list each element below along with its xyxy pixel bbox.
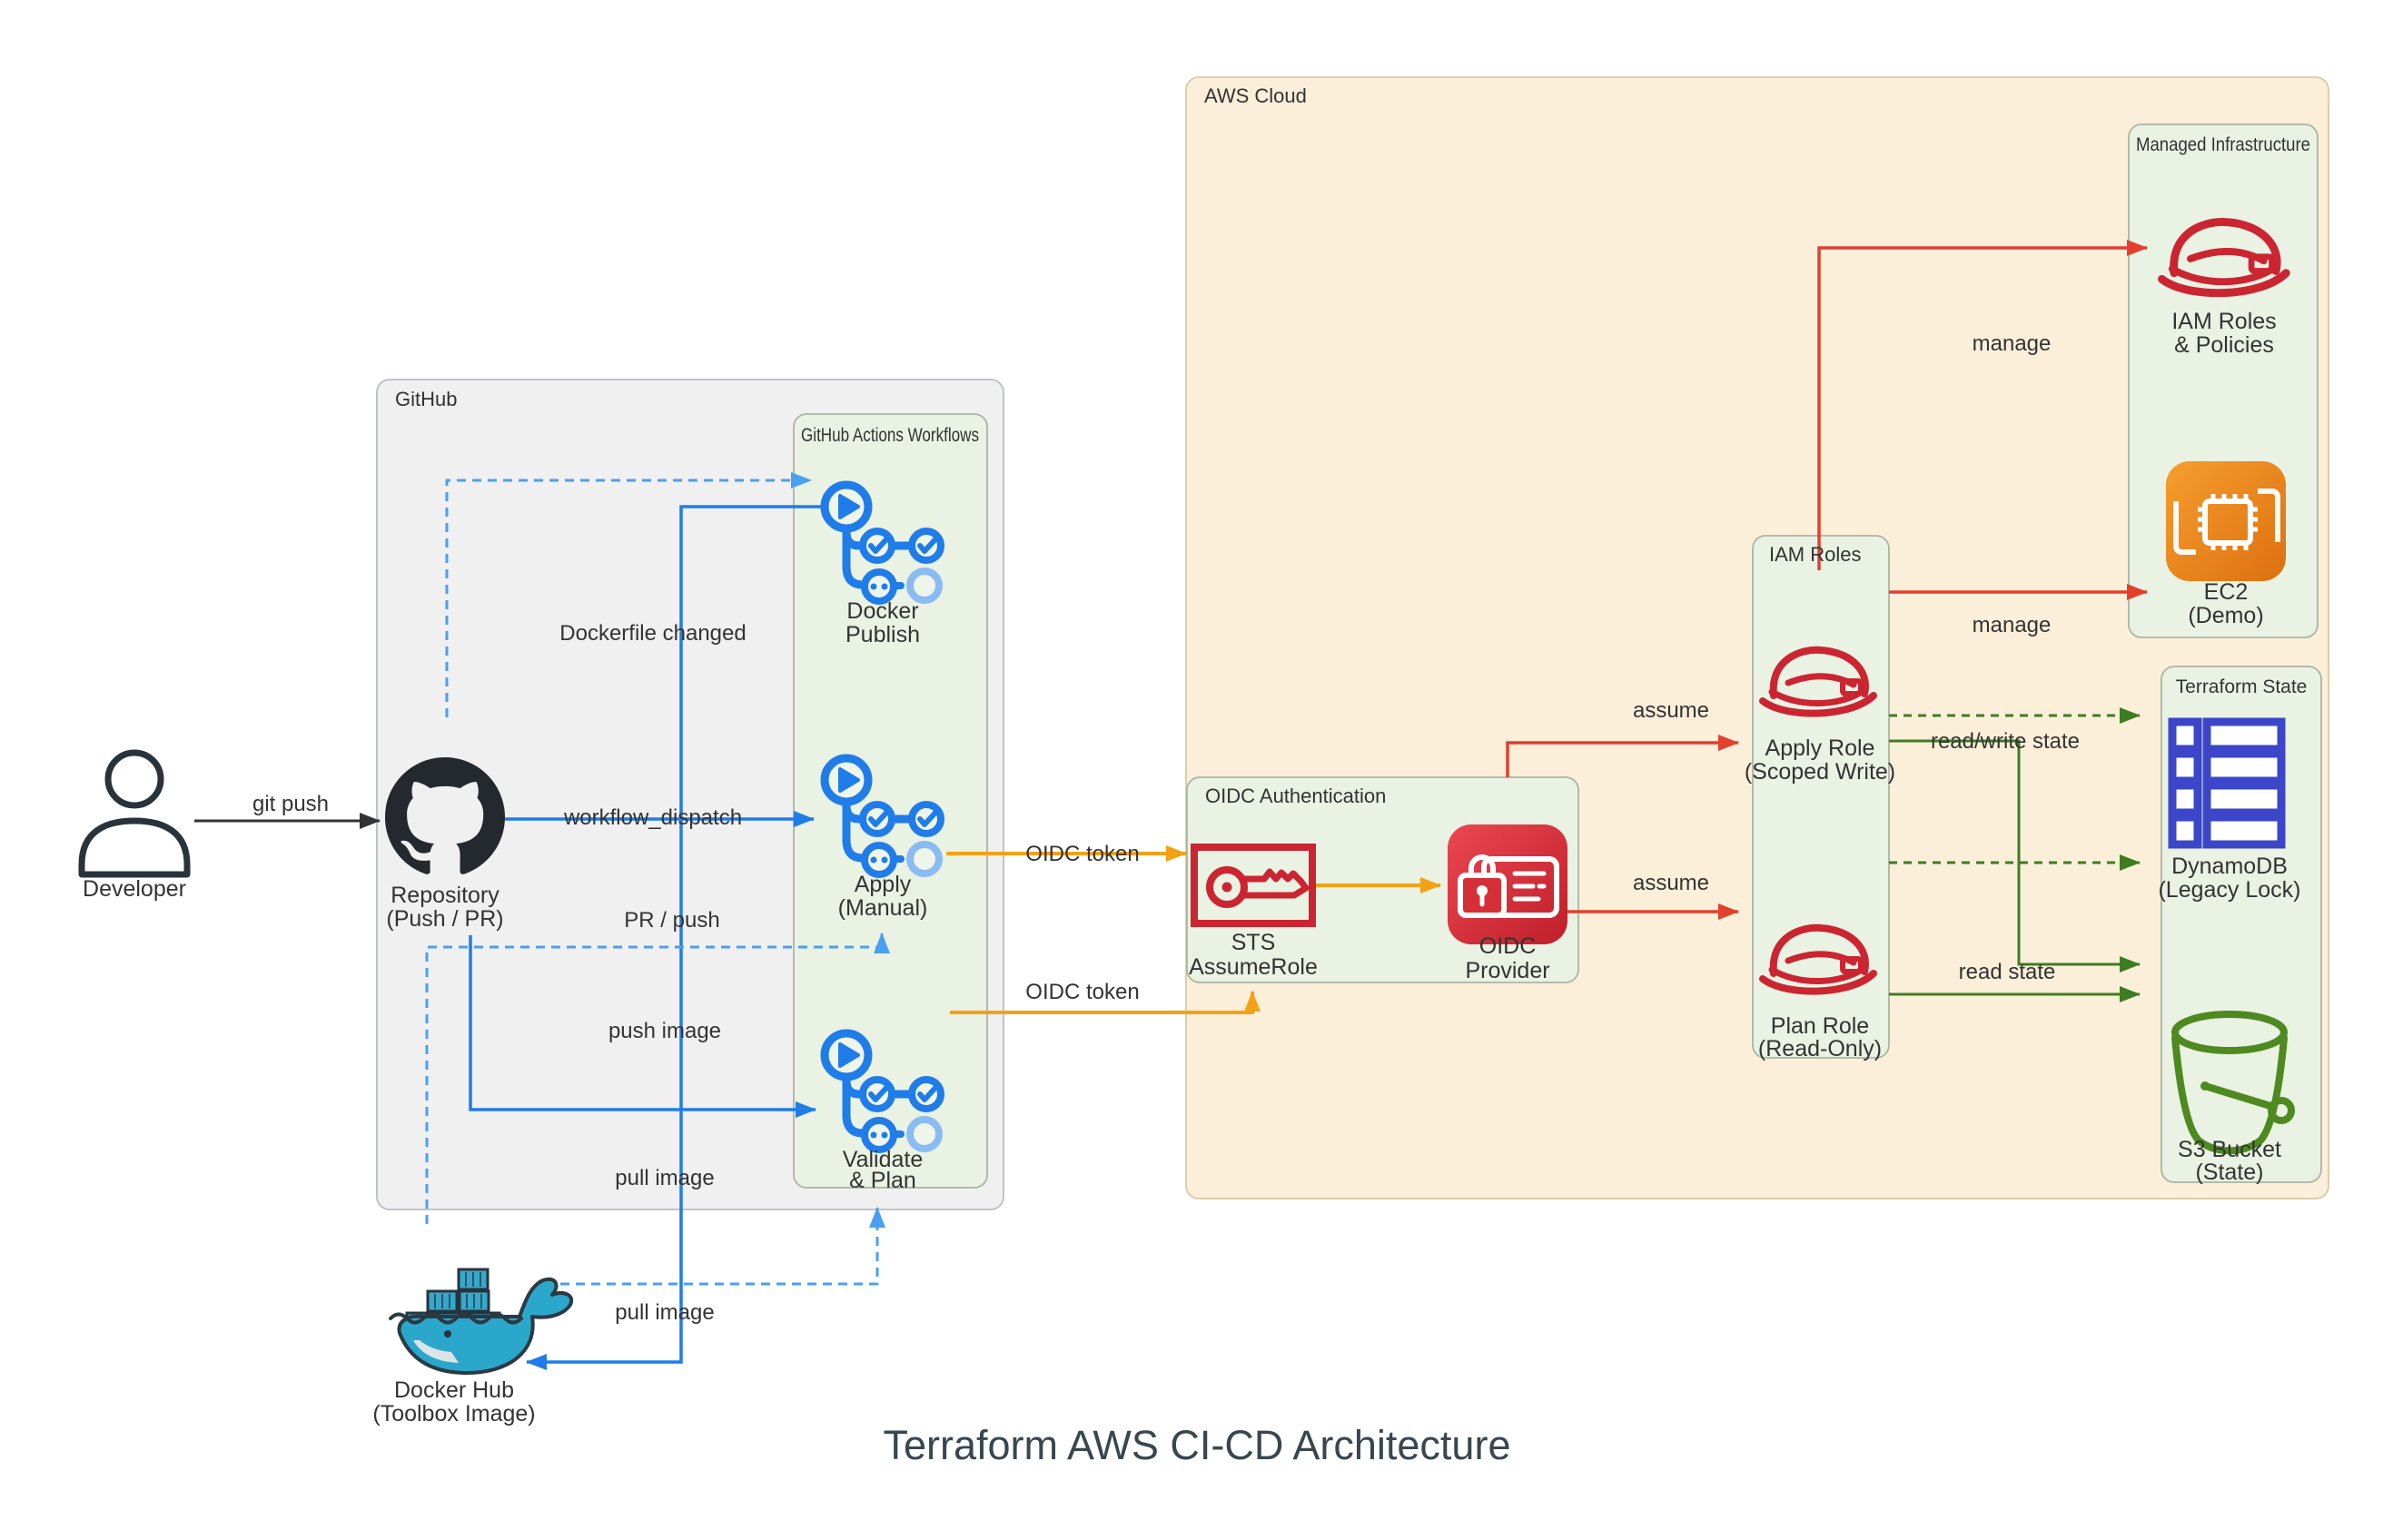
apply-role-label-1: Apply Role [1765,735,1875,761]
edge-label-pull-image-validate: pull image [615,1300,714,1325]
validate-label-2: & Plan [849,1168,916,1193]
dockerhub-label-2: (Toolbox Image) [372,1401,535,1426]
iam-policies-label-1: IAM Roles [2171,309,2276,334]
ec2-label-1: EC2 [2204,579,2249,605]
dynamodb-icon [2168,717,2286,849]
apply-role-label-2: (Scoped Write) [1745,759,1895,785]
edge-push-image [526,505,824,1370]
s3-label-1: S3 Bucket [2178,1137,2281,1162]
edge-label-assume-plan: assume [1633,871,1709,895]
oidc-box-label: OIDC Authentication [1205,785,1386,807]
edge-oidc-token-validate [950,991,1261,1014]
edge-label-dockerfile-changed: Dockerfile changed [559,621,746,646]
aws-box-label: AWS Cloud [1204,84,1307,107]
edge-label-read-state: read state [1959,960,2056,984]
edge-dockerfile-changed [445,472,812,717]
edge-pr-push [469,935,816,1118]
edge-rw-state [1889,739,2141,972]
developer-icon [78,749,191,878]
plan-role-label-2: (Read-Only) [1758,1036,1882,1061]
edge-label-manage-ec2: manage [1973,613,2052,637]
edge-pull-image-validate [545,1207,885,1286]
github-box-label: GitHub [395,388,457,410]
edge-label-git-push: git push [252,792,329,816]
edge-manage-iam [1817,240,2148,570]
edge-label-oidc-token-validate: OIDC token [1025,980,1139,1004]
sts-key-icon [1191,844,1316,927]
edge-label-pull-image-apply: pull image [615,1166,714,1190]
dynamodb-label-1: DynamoDB [2171,854,2288,879]
s3-bucket-icon [2171,1011,2295,1155]
tfstate-box-label: Terraform State [2176,676,2308,697]
repository-label-2: (Push / PR) [386,906,503,932]
edge-label-manage-iam: manage [1973,331,2052,356]
ec2-icon [2166,461,2286,581]
dockerhub-whale-icon [389,1268,574,1375]
github-repo-icon [385,757,505,874]
oidc-provider-label-1: OIDC [1479,933,1537,959]
iam-policies-label-2: & Policies [2174,332,2274,358]
docker-publish-label-2: Publish [845,622,920,647]
edge-label-assume-apply: assume [1633,698,1709,723]
plan-role-label-1: Plan Role [1771,1013,1869,1039]
repository-label-1: Repository [391,883,499,908]
developer-label: Developer [83,876,186,902]
oidc-provider-icon [1448,824,1567,944]
validate-label-1: Validate [843,1147,924,1172]
edge-label-rw-state: read/write state [1931,729,2080,754]
dynamodb-label-2: (Legacy Lock) [2158,877,2300,903]
edge-label-oidc-token-apply: OIDC token [1025,842,1139,866]
diagram-title: Terraform AWS CI-CD Architecture [884,1422,1511,1468]
edge-label-workflow-dispatch: workflow_dispatch [563,805,742,830]
sts-label-1: STS [1231,930,1276,955]
apply-label-2: (Manual) [838,895,928,921]
docker-publish-label-1: Docker [846,598,918,624]
edge-label-pr-push: PR / push [624,908,719,933]
sts-label-2: AssumeRole [1189,954,1318,980]
apply-label-1: Apply [855,872,912,897]
iam-box-label: IAM Roles [1769,543,1861,566]
s3-label-2: (State) [2195,1160,2263,1185]
dockerhub-label-1: Docker Hub [394,1377,514,1403]
oidc-provider-label-2: Provider [1465,958,1549,983]
ec2-label-2: (Demo) [2188,603,2263,628]
edge-label-push-image: push image [608,1019,721,1043]
gha-box-label: GitHub Actions Workflows [801,425,979,446]
managed-box-label: Managed Infrastructure [2136,134,2310,155]
github-actions-box [793,413,988,1189]
edge-assume-apply [1506,735,1739,777]
